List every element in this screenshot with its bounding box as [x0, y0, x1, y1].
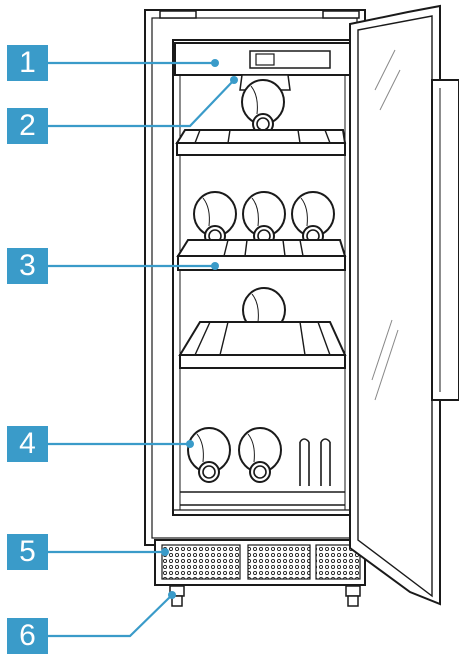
callout-4: 4: [7, 426, 48, 462]
adjustable-feet: [169, 585, 361, 607]
bottle-rack: [180, 427, 345, 506]
glass-door: [349, 4, 441, 606]
callout-3: 3: [7, 248, 48, 284]
ventilation-grille: [154, 539, 366, 586]
wooden-shelf: [176, 239, 347, 271]
control-panel: [174, 42, 352, 76]
callout-5: 5: [7, 534, 48, 570]
leader-lines: [48, 61, 235, 638]
wooden-shelf: [178, 321, 347, 369]
callout-6: 6: [7, 618, 48, 654]
callout-1: 1: [7, 45, 48, 81]
door-handle: [431, 79, 459, 401]
leader-endpoints: [161, 59, 238, 599]
callout-2: 2: [7, 108, 48, 144]
wooden-shelf: [175, 129, 347, 156]
